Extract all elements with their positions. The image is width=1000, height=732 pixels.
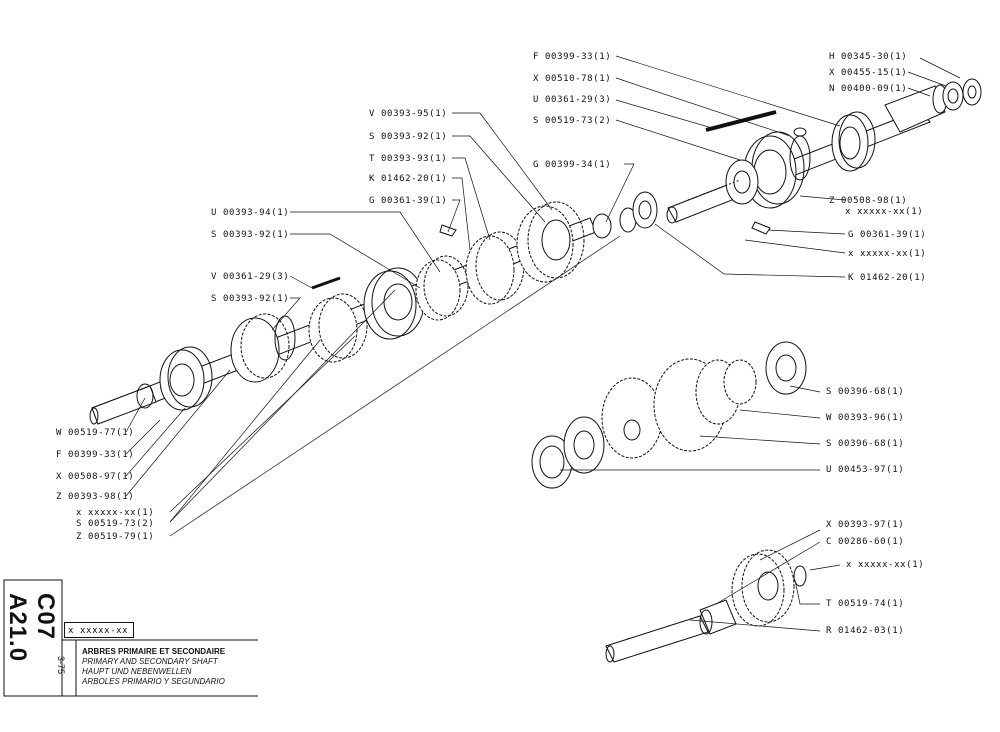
part-label-V00393-95: V 00393-95(1): [369, 109, 448, 119]
part-label-xxxxxx-a: x xxxxx-xx(1): [845, 207, 924, 217]
title-french: ARBRES PRIMAIRE ET SECONDAIRE: [82, 647, 226, 656]
part-label-U00453-97: U 00453-97(1): [826, 465, 905, 475]
part-label-xxxxxx-b: x xxxxx-xx(1): [848, 249, 927, 259]
layshaft-assembly: [531, 341, 807, 489]
part-label-X00508-97: X 00508-97(1): [56, 472, 135, 482]
title-english: PRIMARY AND SECONDARY SHAFT: [82, 657, 218, 666]
part-label-K01462-20-right: K 01462-20(1): [848, 273, 927, 283]
main-shaft-assembly: [89, 191, 658, 425]
part-label-T00519-74: T 00519-74(1): [826, 599, 905, 609]
part-label-N00400-09: N 00400-09(1): [829, 84, 908, 94]
part-label-S00519-73-top: S 00519-73(2): [533, 116, 612, 126]
part-label-C00286-60: C 00286-60(1): [826, 537, 905, 547]
part-label-G00361-39-right: G 00361-39(1): [848, 230, 927, 240]
part-label-F00399-33-left: F 00399-33(1): [56, 450, 135, 460]
part-label-W00393-96: W 00393-96(1): [826, 413, 905, 423]
part-label-G00361-39-left: G 00361-39(1): [369, 196, 448, 206]
part-label-xxxxxx-d: x xxxxx-xx(1): [846, 560, 925, 570]
primary-shaft-assembly: [666, 78, 982, 235]
part-label-S00396-68-b: S 00396-68(1): [826, 439, 905, 449]
part-label-X00393-97: X 00393-97(1): [826, 520, 905, 530]
reference-box: x xxxxx-xx: [64, 622, 134, 638]
title-block-frame: [3, 579, 258, 697]
drawing-date: 3-75: [56, 655, 67, 675]
title-german: HAUPT UND NEBENWELLEN: [82, 667, 192, 676]
title-spanish: ARBOLES PRIMARIO Y SEGUNDARIO: [82, 677, 225, 686]
part-label-S00393-92-a: S 00393-92(1): [369, 132, 448, 142]
part-label-V00361-29: V 00361-29(3): [211, 272, 290, 282]
reverse-idler-assembly: [605, 549, 807, 663]
part-label-F00399-33-top: F 00399-33(1): [533, 52, 612, 62]
leader-lines: [125, 55, 961, 632]
drawing-titles: ARBRES PRIMAIRE ET SECONDAIRE PRIMARY AN…: [82, 647, 225, 687]
drawing-code: C07 A21.0: [4, 580, 59, 692]
part-label-X00455-15: X 00455-15(1): [829, 68, 908, 78]
part-label-Z00519-79: Z 00519-79(1): [76, 532, 155, 542]
drawing-code-text: C07 A21.0: [4, 593, 59, 663]
part-label-H00345-30: H 00345-30(1): [829, 52, 908, 62]
part-label-U00393-94: U 00393-94(1): [211, 208, 290, 218]
part-label-S00396-68-a: S 00396-68(1): [826, 387, 905, 397]
part-label-Z00508-98: Z 00508-98(1): [829, 196, 908, 206]
part-label-W00519-77: W 00519-77(1): [56, 428, 135, 438]
part-label-X00510-78: X 00510-78(1): [533, 74, 612, 84]
part-label-G00399-34: G 00399-34(1): [533, 160, 612, 170]
part-label-Z00393-98: Z 00393-98(1): [56, 492, 135, 502]
part-label-U00361-29: U 00361-29(3): [533, 95, 612, 105]
part-label-S00393-92-c: S 00393-92(1): [211, 294, 290, 304]
part-label-S00393-92-b: S 00393-92(1): [211, 230, 290, 240]
part-label-S00519-73-bottom: S 00519-73(2): [76, 519, 155, 529]
part-label-K01462-20-left: K 01462-20(1): [369, 174, 448, 184]
part-label-R01462-03: R 01462-03(1): [826, 626, 905, 636]
part-label-xxxxxx-c: x xxxxx-xx(1): [76, 508, 155, 518]
part-label-T00393-93: T 00393-93(1): [369, 154, 448, 164]
